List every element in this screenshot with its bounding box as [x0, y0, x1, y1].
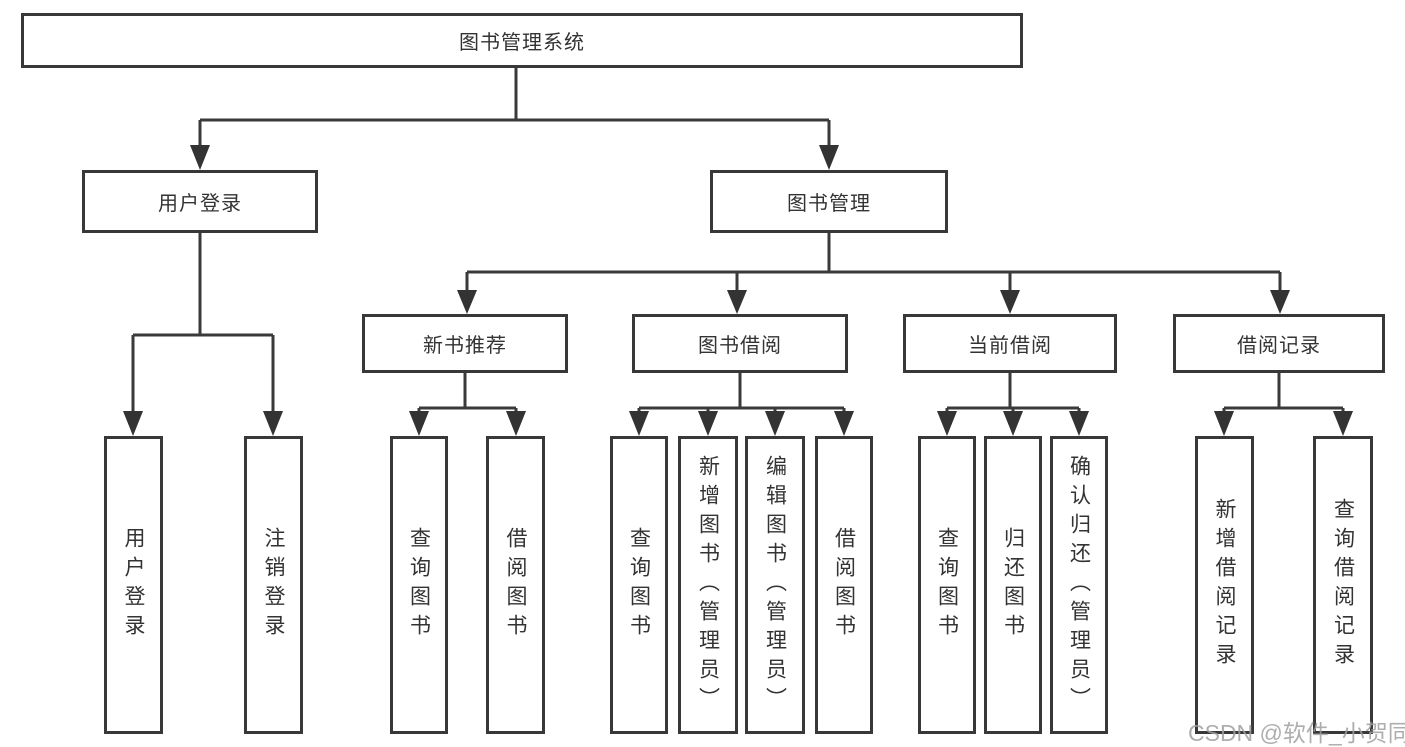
node-leaf-cb-return-label: 归还图书	[1001, 527, 1025, 643]
connector-book-mgmt-children	[457, 233, 1290, 314]
node-borrow-records-label: 借阅记录	[1237, 335, 1321, 357]
node-user-login-label: 用户登录	[158, 193, 242, 215]
node-book-mgmt-label: 图书管理	[787, 193, 871, 215]
node-leaf-cb-query-label: 查询图书	[935, 527, 959, 643]
node-leaf-rec-borrow-label: 借阅图书	[504, 527, 527, 643]
node-leaf-bb-edit-label: 编辑图书（管理员）	[763, 454, 787, 716]
node-leaf-br-query-label: 查询借阅记录	[1331, 498, 1355, 672]
node-leaf-bb-add-label: 新增图书（管理员）	[696, 454, 720, 716]
node-user-login: 用户登录	[82, 170, 318, 233]
node-new-book-rec: 新书推荐	[362, 314, 568, 373]
connector-user-login-children	[123, 233, 283, 436]
connector-current-borrow-children	[937, 373, 1089, 436]
node-leaf-bb-add: 新增图书（管理员）	[678, 436, 738, 734]
node-leaf-br-query: 查询借阅记录	[1313, 436, 1373, 734]
connector-book-borrow-children	[629, 373, 854, 436]
node-root: 图书管理系统	[21, 13, 1023, 68]
node-leaf-bb-borrow-label: 借阅图书	[832, 527, 856, 643]
node-leaf-br-add-label: 新增借阅记录	[1213, 498, 1236, 672]
node-leaf-rec-query: 查询图书	[390, 436, 448, 734]
node-leaf-bb-query: 查询图书	[610, 436, 668, 734]
connector-new-book-rec-children	[409, 373, 526, 436]
connector-borrow-records-children	[1214, 373, 1353, 436]
node-leaf-br-add: 新增借阅记录	[1195, 436, 1254, 734]
node-book-borrow: 图书借阅	[632, 314, 848, 373]
node-leaf-bb-edit: 编辑图书（管理员）	[745, 436, 805, 734]
node-root-label: 图书管理系统	[459, 32, 585, 54]
node-leaf-bb-borrow: 借阅图书	[815, 436, 873, 734]
node-book-mgmt: 图书管理	[710, 170, 948, 233]
node-leaf-logout: 注销登录	[244, 436, 303, 734]
csdn-watermark: CSDN @软件_小贺同学	[1188, 720, 1405, 746]
node-leaf-cb-query: 查询图书	[918, 436, 976, 734]
node-borrow-records: 借阅记录	[1173, 314, 1385, 373]
node-leaf-bb-query-label: 查询图书	[627, 527, 651, 643]
node-current-borrow-label: 当前借阅	[968, 335, 1052, 357]
node-book-borrow-label: 图书借阅	[698, 335, 782, 357]
node-leaf-cb-return: 归还图书	[984, 436, 1042, 734]
node-leaf-logout-label: 注销登录	[262, 527, 285, 643]
node-current-borrow: 当前借阅	[903, 314, 1117, 373]
connector-root-to-level2	[190, 68, 839, 170]
node-leaf-rec-query-label: 查询图书	[407, 527, 431, 643]
node-leaf-rec-borrow: 借阅图书	[486, 436, 545, 734]
node-leaf-user-login-label: 用户登录	[122, 527, 145, 643]
node-leaf-user-login: 用户登录	[104, 436, 163, 734]
node-leaf-cb-confirm-label: 确认归还（管理员）	[1067, 454, 1091, 716]
node-leaf-cb-confirm: 确认归还（管理员）	[1050, 436, 1108, 734]
node-new-book-rec-label: 新书推荐	[423, 335, 507, 357]
